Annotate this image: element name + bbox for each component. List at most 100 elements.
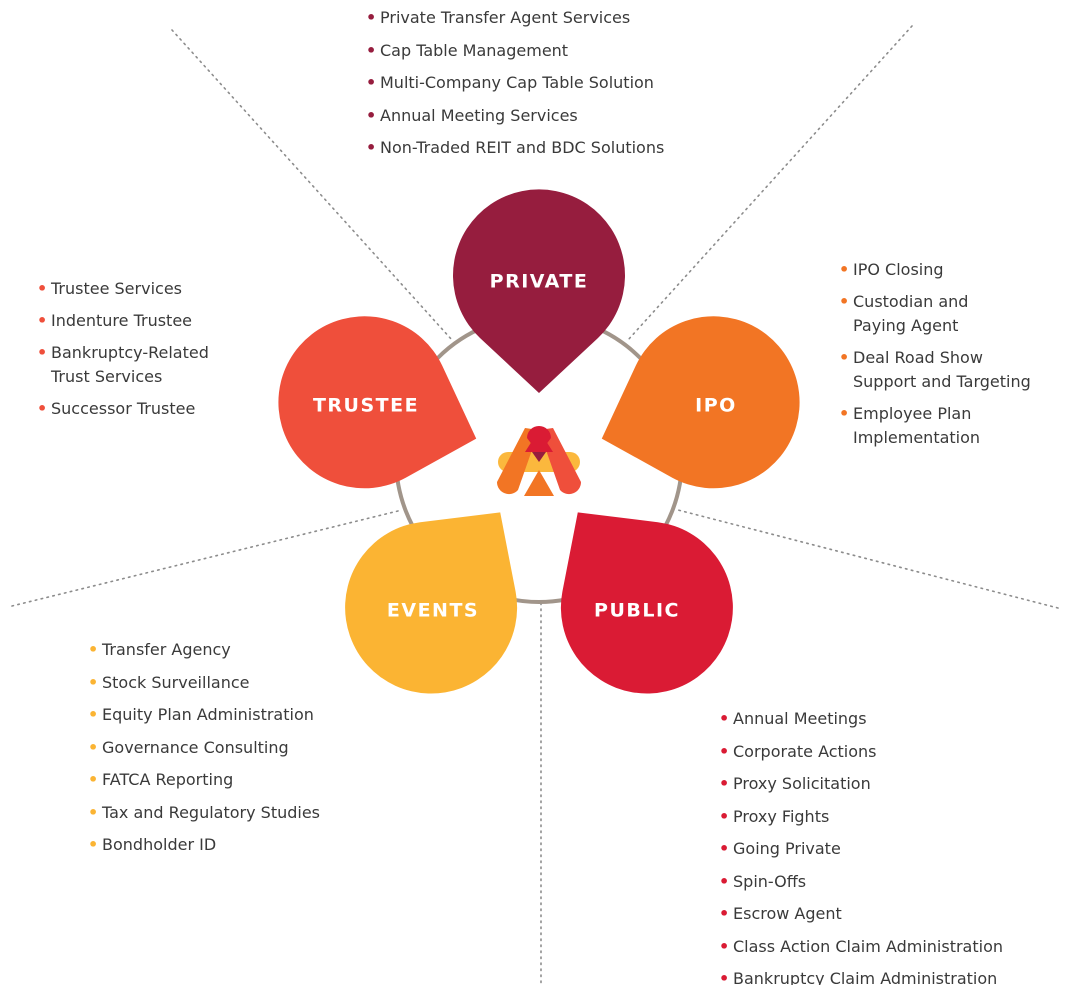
events-list-item: •FATCA Reporting — [88, 764, 320, 797]
bullet-icon: • — [719, 709, 730, 728]
private-services-list: •Private Transfer Agent Services•Cap Tab… — [366, 2, 664, 165]
petal-events-label: EVENTS — [387, 600, 479, 622]
trustee-list-item-text: Indenture Trustee — [51, 311, 193, 330]
bullet-icon: • — [88, 737, 99, 757]
bullet-icon: • — [719, 774, 730, 793]
bullet-icon: • — [88, 770, 99, 789]
petal-ipo-label: IPO — [695, 395, 737, 417]
trustee-list-item-text: Trustee Services — [51, 279, 182, 298]
public-list-item: •Proxy Solicitation — [719, 768, 1003, 801]
trustee-list-item: •Bankruptcy-Related Trust Services — [37, 341, 209, 389]
trustee-list-item-text: Bankruptcy-Related Trust Services — [51, 343, 209, 386]
private-list-item-text: Private Transfer Agent Services — [380, 8, 631, 27]
trustee-services-list: •Trustee Services•Indenture Trustee•Bank… — [37, 277, 209, 429]
bullet-icon: • — [37, 343, 48, 362]
bullet-icon: • — [37, 399, 48, 418]
public-list-item-text: Annual Meetings — [733, 709, 867, 728]
petal-public — [560, 512, 733, 694]
trustee-list-item: •Indenture Trustee — [37, 309, 209, 333]
events-list-item: •Stock Surveillance — [88, 667, 320, 700]
public-list-item-text: Proxy Solicitation — [733, 774, 871, 793]
public-list-item: •Corporate Actions — [719, 736, 1003, 769]
trustee-list-item: •Successor Trustee — [37, 397, 209, 421]
bullet-icon: • — [719, 904, 730, 923]
events-list-item-text: Stock Surveillance — [102, 672, 250, 692]
petal-private-label: PRIVATE — [490, 271, 589, 293]
events-list-item-text: Tax and Regulatory Studies — [102, 802, 321, 822]
public-list-item-text: Proxy Fights — [733, 806, 830, 826]
private-list-item: •Cap Table Management — [366, 35, 664, 68]
bullet-icon: • — [366, 8, 377, 27]
petal-private: PRIVATE — [453, 189, 625, 393]
public-list-item: •Bankruptcy Claim Administration — [719, 963, 1003, 985]
ipo-list-item-text: Employee Plan Implementation — [853, 404, 981, 447]
bullet-icon: • — [88, 835, 99, 854]
events-list-item: •Equity Plan Administration — [88, 699, 320, 732]
logo-icon — [496, 426, 582, 496]
public-list-item: •Spin-Offs — [719, 866, 1003, 899]
private-list-item: •Annual Meeting Services — [366, 100, 664, 133]
divider-line-left — [11, 509, 403, 607]
petal-trustee — [278, 316, 477, 489]
public-list-item-text: Corporate Actions — [733, 741, 877, 761]
petal-ipo — [601, 316, 800, 489]
bullet-icon: • — [366, 138, 377, 157]
events-list-item: •Bondholder ID — [88, 829, 320, 862]
public-list-item-text: Escrow Agent — [733, 904, 842, 923]
events-list-item: •Transfer Agency — [88, 634, 320, 667]
ipo-services-list: •IPO Closing•Custodian and Paying Agent•… — [839, 258, 1031, 458]
private-list-item-text: Cap Table Management — [380, 40, 569, 60]
private-list-item-text: Multi-Company Cap Table Solution — [380, 73, 654, 92]
public-list-item: •Proxy Fights — [719, 801, 1003, 834]
bullet-icon: • — [719, 936, 730, 956]
events-list-item: •Governance Consulting — [88, 732, 320, 765]
petal-trustee-label: TRUSTEE — [313, 395, 419, 417]
bullet-icon: • — [88, 672, 99, 692]
public-list-item-text: Bankruptcy Claim Administration — [733, 969, 998, 985]
bullet-icon: • — [366, 73, 377, 92]
bullet-icon: • — [366, 105, 377, 125]
bullet-icon: • — [839, 260, 850, 279]
events-list-item: •Tax and Regulatory Studies — [88, 797, 320, 830]
divider-line-top-left — [171, 29, 453, 341]
private-list-item: •Non-Traded REIT and BDC Solutions — [366, 132, 664, 165]
divider-line-top-right — [627, 25, 913, 341]
bullet-icon: • — [88, 705, 99, 724]
ipo-list-item: •Employee Plan Implementation — [839, 402, 1031, 450]
bullet-icon: • — [88, 802, 99, 822]
private-list-item: •Multi-Company Cap Table Solution — [366, 67, 664, 100]
public-list-item-text: Going Private — [733, 839, 841, 858]
bullet-icon: • — [719, 871, 730, 891]
ipo-list-item-text: Deal Road Show Support and Targeting — [853, 348, 1031, 391]
ipo-list-item-text: Custodian and Paying Agent — [853, 292, 969, 335]
divider-line-right — [677, 509, 1059, 609]
events-list-item-text: Governance Consulting — [102, 737, 289, 757]
petal-public-label: PUBLIC — [594, 600, 680, 622]
public-list-item: •Class Action Claim Administration — [719, 931, 1003, 964]
private-list-item-text: Non-Traded REIT and BDC Solutions — [380, 138, 665, 157]
bullet-icon: • — [719, 741, 730, 761]
bullet-icon: • — [839, 404, 850, 423]
public-list-item-text: Spin-Offs — [733, 871, 807, 891]
events-list-item-text: Equity Plan Administration — [102, 705, 314, 724]
public-list-item: •Going Private — [719, 833, 1003, 866]
bullet-icon: • — [37, 311, 48, 330]
bullet-icon: • — [366, 40, 377, 60]
ipo-list-item: •Deal Road Show Support and Targeting — [839, 346, 1031, 394]
ipo-list-item: •IPO Closing — [839, 258, 1031, 282]
private-list-item-text: Annual Meeting Services — [380, 105, 578, 125]
bullet-icon: • — [37, 279, 48, 298]
events-list-item-text: FATCA Reporting — [102, 770, 234, 789]
ipo-list-item: •Custodian and Paying Agent — [839, 290, 1031, 338]
events-list-item-text: Transfer Agency — [102, 640, 231, 659]
public-services-list: •Annual Meetings•Corporate Actions•Proxy… — [719, 703, 1003, 985]
trustee-list-item: •Trustee Services — [37, 277, 209, 301]
public-list-item: •Annual Meetings — [719, 703, 1003, 736]
bullet-icon: • — [719, 806, 730, 826]
events-services-list: •Transfer Agency•Stock Surveillance•Equi… — [88, 634, 320, 862]
bullet-icon: • — [719, 969, 730, 985]
bullet-icon: • — [719, 839, 730, 858]
events-list-item-text: Bondholder ID — [102, 835, 217, 854]
bullet-icon: • — [88, 640, 99, 659]
